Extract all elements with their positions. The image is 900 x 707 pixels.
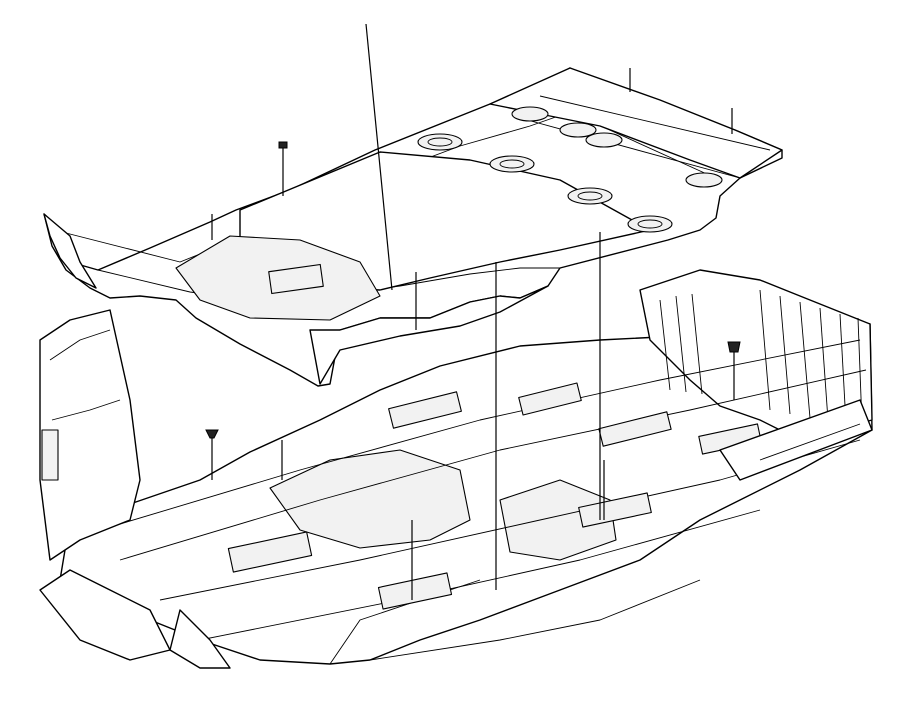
- fasteners: [205, 141, 741, 480]
- upper-floor-panel: [43, 67, 783, 387]
- left-body-side: [39, 309, 141, 561]
- alignment-leaders: [211, 23, 733, 600]
- tie-down-pockets: [417, 106, 723, 233]
- upper-bolt: [278, 141, 288, 196]
- right-clip: [727, 341, 741, 400]
- lower-floor-pan: [39, 269, 873, 669]
- center-well: [269, 449, 471, 549]
- left-lower-bolt: [205, 429, 219, 480]
- floor-pads: [227, 382, 762, 610]
